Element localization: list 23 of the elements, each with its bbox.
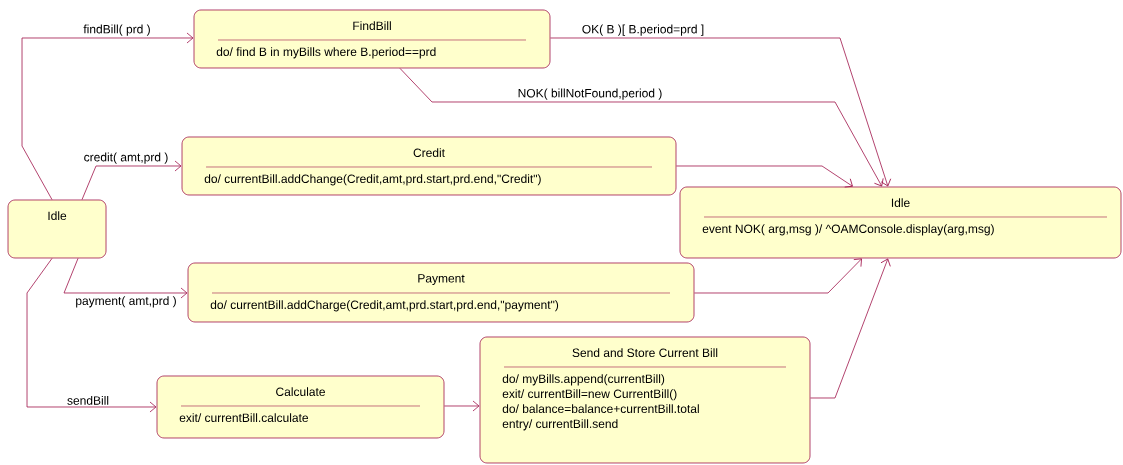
- edge-label: NOK( billNotFound,period ): [516, 87, 664, 101]
- state-box: Payment do/ currentBill.addCharge(Credit,amt,prd.start,prd.end,"payment"): [187, 262, 695, 323]
- edge-label: credit( amt,prd ): [82, 151, 170, 165]
- arrow: [810, 258, 891, 399]
- arrow: [63, 258, 188, 299]
- state-box: Calculate exit/ currentBill.calculate: [156, 375, 445, 439]
- edge-label: sendBill: [66, 395, 111, 406]
- state-box: Idle: [7, 199, 107, 259]
- state-box: Idle event NOK( arg,msg )/ ^OAMConsole.display(arg,msg): [679, 186, 1122, 259]
- edge-label: findBill( prd ): [82, 23, 152, 37]
- arrow: [81, 160, 182, 200]
- state-box: Send and Store Current Bill do/ myBills.append(currentBill) exit/ currentBill=new CurrentBill() do/ balance=balance+currentBill.total entry/ currentBill.send: [479, 336, 811, 464]
- arrow: [26, 258, 157, 413]
- arrow: [550, 37, 892, 187]
- edge-label: payment( amt,prd ): [74, 295, 178, 309]
- state-box: Credit do/ currentBill.addChange(Credit,amt,prd.start,prd.end,"Credit"): [181, 136, 677, 196]
- arrow: [21, 32, 194, 200]
- state-box: FindBill do/ find B in myBills where B.period==prd: [193, 9, 551, 69]
- arrow: [444, 400, 480, 412]
- edge-label: OK( B )[ B.period=prd ]: [580, 23, 706, 37]
- arrow: [694, 258, 862, 294]
- arrow: [676, 165, 853, 188]
- arrow: [399, 68, 884, 187]
